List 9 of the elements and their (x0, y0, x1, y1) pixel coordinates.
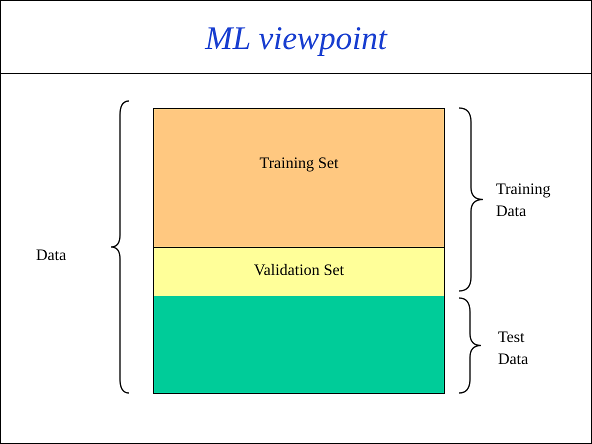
block-label: Training Set (260, 155, 338, 174)
validation-set-block (153, 248, 445, 296)
block-label: Validation Set (254, 262, 344, 281)
slide-title: ML viewpoint (204, 21, 388, 58)
training-set-block (153, 108, 445, 248)
test-set-block (153, 296, 445, 394)
brace-label: Data (36, 246, 68, 266)
brace-label: Training Data (496, 180, 552, 222)
brace-label: Test Data (498, 328, 530, 370)
